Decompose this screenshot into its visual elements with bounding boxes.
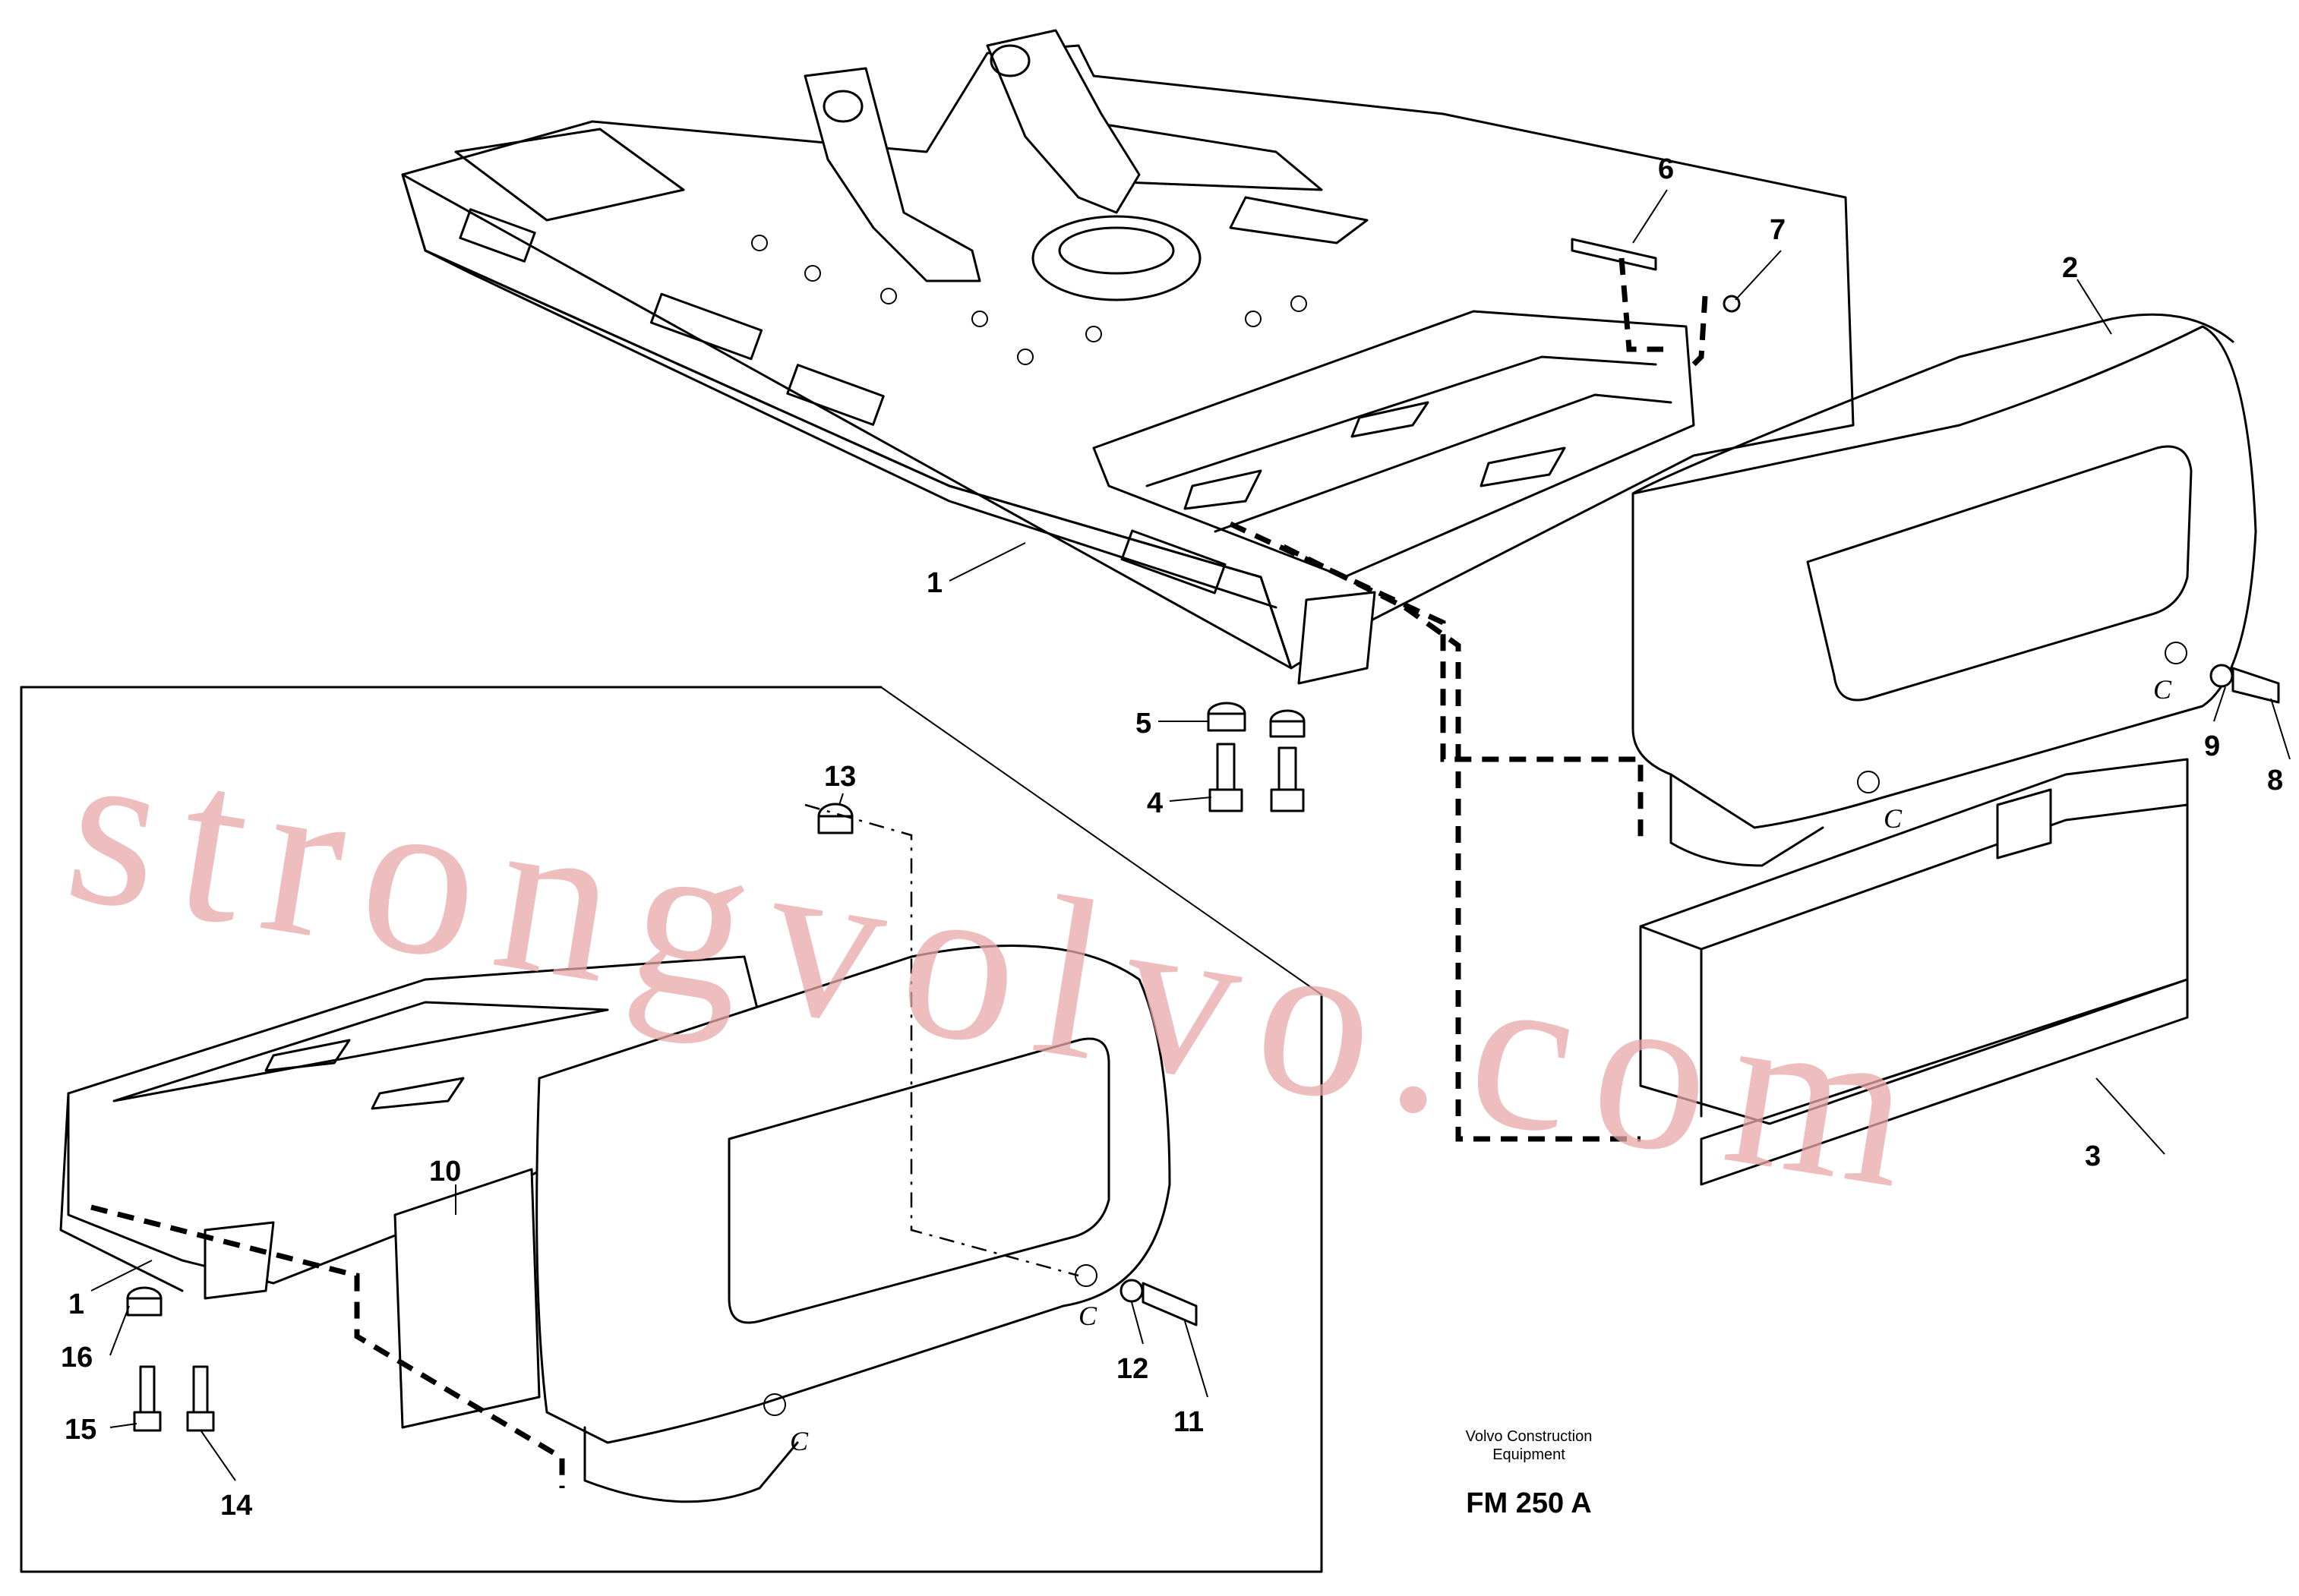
company-name-line2: Equipment xyxy=(1492,1446,1565,1463)
assembly-line xyxy=(1403,605,1641,1142)
callout-9: 9 xyxy=(2204,730,2220,762)
assembly-line xyxy=(1618,257,1663,352)
callout-1-inset: 1 xyxy=(68,1288,84,1320)
callout-14: 14 xyxy=(220,1490,252,1522)
assembly-line xyxy=(1282,544,1407,610)
callout-10: 10 xyxy=(429,1156,461,1188)
upper-frame xyxy=(401,29,1855,685)
callout-15: 15 xyxy=(65,1414,96,1446)
callout-12: 12 xyxy=(1116,1353,1148,1385)
position-mark-c: C xyxy=(1884,803,1903,834)
leader-lines xyxy=(90,189,2291,1481)
callout-6: 6 xyxy=(1658,153,1674,185)
bolt-set-main xyxy=(1207,238,2280,812)
position-mark-c: C xyxy=(2153,674,2172,705)
callout-4: 4 xyxy=(1147,787,1163,819)
callout-8: 8 xyxy=(2267,765,2283,796)
callouts: 1 2 3 4 5 6 7 8 9 1 10 11 12 13 14 15 16 xyxy=(61,153,2283,1522)
callout-1: 1 xyxy=(927,567,943,599)
assembly-line xyxy=(1691,295,1708,367)
company-name-line1: Volvo Construction xyxy=(1466,1428,1593,1445)
callout-7: 7 xyxy=(1770,214,1786,246)
counterweight xyxy=(1631,313,2257,867)
callout-5: 5 xyxy=(1135,708,1151,740)
position-mark-c: C xyxy=(1078,1301,1097,1331)
callout-3: 3 xyxy=(2085,1140,2101,1172)
callout-2: 2 xyxy=(2062,252,2078,284)
detail-inset xyxy=(20,686,1323,1573)
callout-11: 11 xyxy=(1173,1406,1204,1438)
drawing-code: FM 250 A xyxy=(1466,1487,1591,1519)
callout-16: 16 xyxy=(61,1342,93,1374)
position-mark-c: C xyxy=(790,1426,809,1456)
callout-13: 13 xyxy=(824,761,856,793)
ballast-plate xyxy=(1639,758,2189,1186)
drawing-footer: Volvo Construction Equipment FM 250 A xyxy=(1466,1428,1593,1519)
